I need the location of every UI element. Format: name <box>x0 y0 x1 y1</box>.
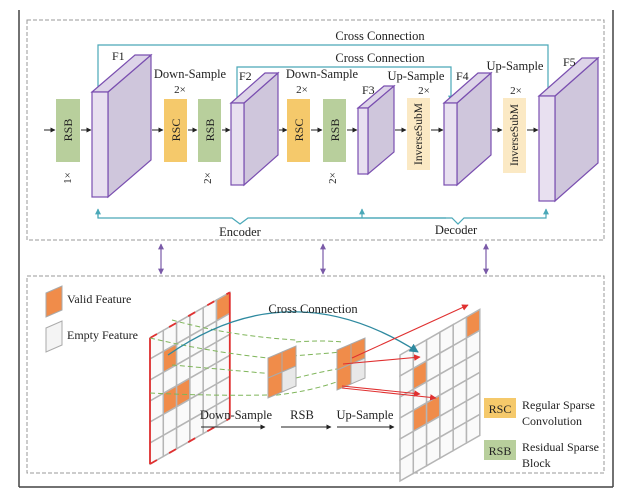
legend-empty-feature: Empty Feature <box>45 320 138 353</box>
feature-map-f1 <box>90 53 153 199</box>
upsample-block <box>336 337 366 391</box>
inverse-subm-block-1: InverseSubM <box>407 98 430 170</box>
svg-text:Empty Feature: Empty Feature <box>67 328 138 342</box>
up-sample-1-label: Up-Sample <box>388 69 445 83</box>
rsb-1-multiplier: 1× <box>62 172 74 184</box>
feature-map-f3 <box>356 84 396 176</box>
empty-feature-swatch <box>45 320 63 353</box>
f1-label: F1 <box>112 49 125 63</box>
rsc-block-2: RSC <box>287 99 310 162</box>
svg-text:RSB: RSB <box>290 408 314 422</box>
cross-connection-outer <box>97 44 551 96</box>
key-rsb: RSB Residual Sparse Block <box>484 440 599 470</box>
inverse-subm-block-2: InverseSubM <box>503 98 526 173</box>
f3-label: F3 <box>362 83 375 97</box>
input-sparse-grid <box>149 291 231 466</box>
down-sample-2-mult: 2× <box>296 84 308 96</box>
rsc-block-1: RSC <box>164 99 187 162</box>
svg-text:Residual Sparse: Residual Sparse <box>522 440 599 454</box>
cross-connection-outer-label: Cross Connection <box>335 29 425 43</box>
upsample-arrows <box>341 304 469 401</box>
feature-map-f2 <box>229 71 280 187</box>
rsb-block-1: RSB <box>56 99 80 162</box>
rsb-3-multiplier: 2× <box>327 172 339 184</box>
encoder-label: Encoder <box>219 225 261 239</box>
svg-text:Convolution: Convolution <box>522 414 582 428</box>
cross-connection-inner <box>236 66 454 102</box>
f5-label: F5 <box>563 55 576 69</box>
f4-label: F4 <box>456 69 469 83</box>
cross-connection-curve <box>167 311 419 356</box>
down-sample-1-label: Down-Sample <box>154 67 227 81</box>
flow-up-sample: Up-Sample <box>337 408 395 430</box>
svg-text:Regular Sparse: Regular Sparse <box>522 398 595 412</box>
output-sparse-grid <box>399 308 481 483</box>
down-sample-1-mult: 2× <box>174 84 186 96</box>
svg-text:RSB: RSB <box>489 444 512 458</box>
flow-down-sample: Down-Sample <box>200 408 273 430</box>
downsampled-block <box>267 345 297 399</box>
svg-text:Block: Block <box>522 456 551 470</box>
svg-text:InverseSubM: InverseSubM <box>413 103 425 165</box>
empty-cell <box>465 413 481 445</box>
flow-rsb: RSB <box>281 408 332 430</box>
feature-map-f4 <box>442 71 493 187</box>
encoder-decoder-brace <box>95 208 549 225</box>
outer-frame <box>18 10 614 488</box>
bottom-panel-border <box>26 275 605 474</box>
svg-text:RSB: RSB <box>328 119 342 142</box>
svg-text:RSB: RSB <box>61 119 75 142</box>
key-rsc: RSC Regular Sparse Convolution <box>484 398 595 428</box>
up-sample-2-label: Up-Sample <box>487 59 544 73</box>
svg-text:RSC: RSC <box>169 119 183 142</box>
grid-edge <box>149 291 231 339</box>
svg-text:Down-Sample: Down-Sample <box>200 408 273 422</box>
panel-link-arrows <box>158 243 489 275</box>
cross-connection-bottom-label: Cross Connection <box>268 302 358 316</box>
svg-text:RSB: RSB <box>203 119 217 142</box>
rsb-block-2: RSB <box>198 99 221 162</box>
svg-text:RSC: RSC <box>292 119 306 142</box>
f2-label: F2 <box>239 69 252 83</box>
feature-map-f5 <box>537 56 600 203</box>
decoder-label: Decoder <box>435 223 478 237</box>
svg-text:InverseSubM: InverseSubM <box>509 104 521 166</box>
svg-text:Valid Feature: Valid Feature <box>67 292 131 306</box>
valid-feature-swatch <box>45 285 63 318</box>
svg-text:Up-Sample: Up-Sample <box>337 408 394 422</box>
grid-edge <box>149 417 231 465</box>
top-panel-border <box>26 19 605 241</box>
down-sample-2-label: Down-Sample <box>286 67 359 81</box>
rsb-block-3: RSB <box>323 99 346 162</box>
up-sample-2-mult: 2× <box>510 85 522 97</box>
rsb-2-multiplier: 2× <box>202 172 214 184</box>
cross-connection-inner-label: Cross Connection <box>335 51 425 65</box>
legend-valid-feature: Valid Feature <box>45 285 131 318</box>
svg-text:RSC: RSC <box>489 402 512 416</box>
up-sample-1-mult: 2× <box>418 85 430 97</box>
